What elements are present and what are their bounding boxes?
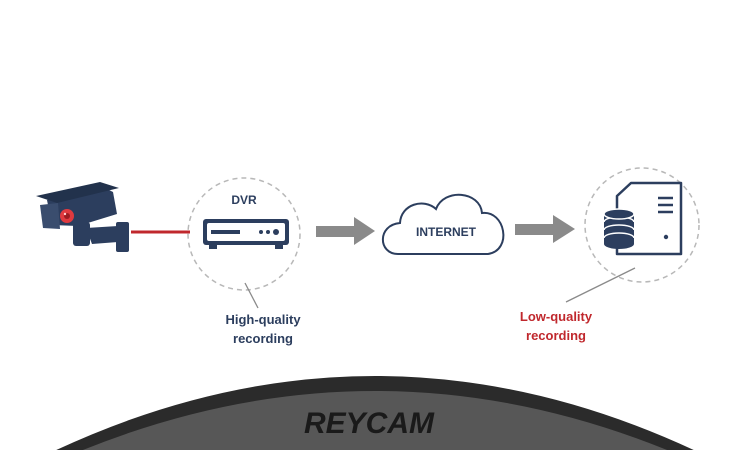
dvr-dashed-circle: [187, 177, 301, 291]
brand-logo-text: REYCAM: [304, 407, 435, 440]
server-callout-line: [565, 267, 636, 303]
internet-label: INTERNET: [416, 225, 477, 239]
server-database-icon: [603, 181, 683, 256]
cloud-icon: [382, 193, 505, 255]
low-quality-label-line1: Low-quality: [520, 309, 593, 324]
arrow-right-icon: [515, 215, 575, 243]
dvr-callout-line: [244, 282, 259, 309]
dvr-label: DVR: [231, 193, 257, 207]
server-dashed-circle: [584, 167, 700, 283]
brand-logo: REYCAM: [304, 407, 435, 440]
footer-dome-inner: [83, 391, 667, 450]
low-quality-label-line2: recording: [526, 328, 586, 343]
dvr-recorder-icon: [203, 219, 289, 249]
security-camera-icon: [36, 182, 129, 252]
high-quality-label-line1: High-quality: [225, 312, 301, 327]
arrow-right-icon: [316, 217, 375, 245]
high-quality-label-line2: recording: [233, 331, 293, 346]
